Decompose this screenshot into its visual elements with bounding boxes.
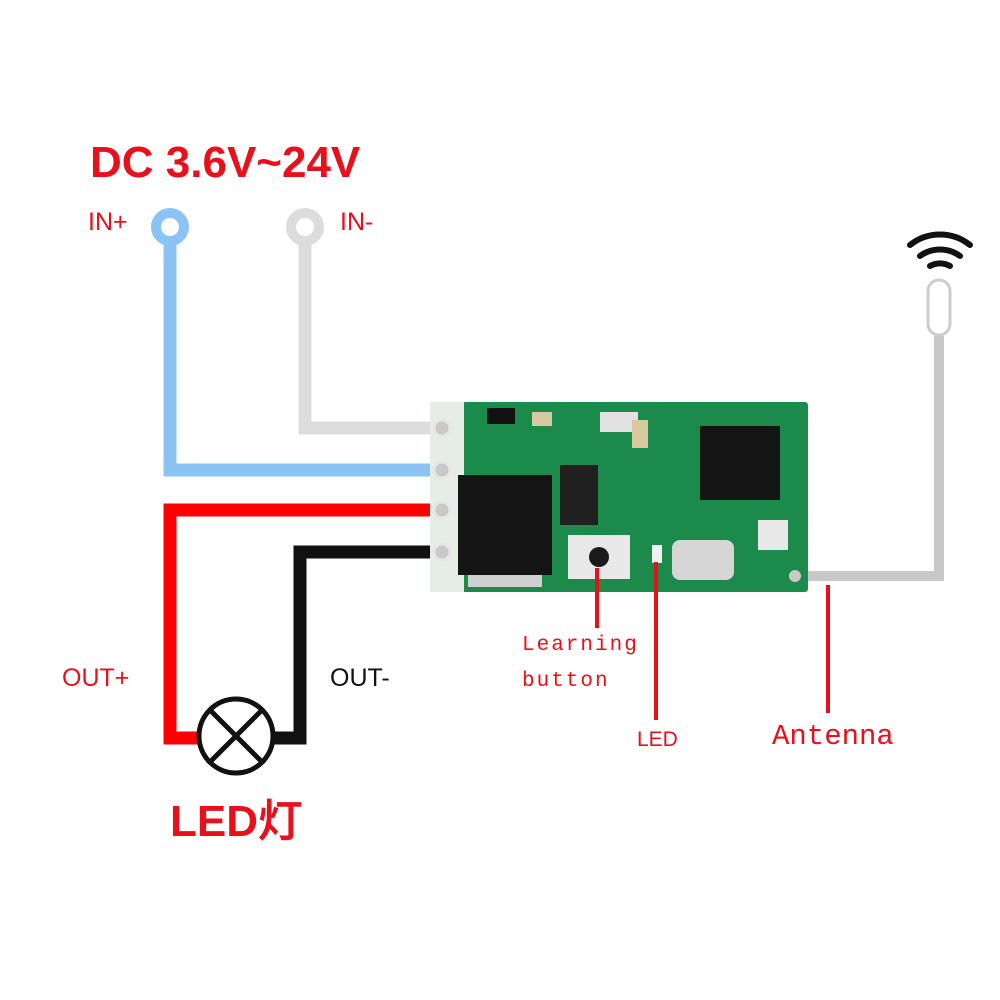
led-lamp-icon bbox=[196, 696, 276, 776]
in-minus-label: IN- bbox=[340, 208, 374, 236]
in-minus-terminal bbox=[286, 208, 324, 246]
voltage-title: DC 3.6V~24V bbox=[90, 138, 361, 187]
out-minus-wire bbox=[272, 545, 445, 745]
in-plus-terminal bbox=[151, 208, 189, 246]
learning-button-label-line2: button bbox=[522, 670, 610, 693]
wireless-signal-icon bbox=[907, 231, 973, 269]
in-minus-wire bbox=[298, 240, 445, 435]
out-plus-wire bbox=[163, 503, 445, 745]
learning-button-label-line1: Learning bbox=[522, 634, 639, 657]
led-indicator-label: LED bbox=[637, 728, 678, 751]
antenna-label: Antenna bbox=[772, 720, 894, 753]
led-lamp-label: LED灯 bbox=[170, 797, 302, 846]
antenna-wire bbox=[800, 336, 944, 581]
receiver-module bbox=[430, 402, 808, 592]
in-plus-label: IN+ bbox=[88, 208, 128, 236]
in-plus-wire bbox=[163, 240, 445, 477]
antenna-tip bbox=[926, 278, 952, 337]
out-plus-label: OUT+ bbox=[62, 664, 130, 692]
out-minus-label: OUT- bbox=[330, 664, 390, 692]
